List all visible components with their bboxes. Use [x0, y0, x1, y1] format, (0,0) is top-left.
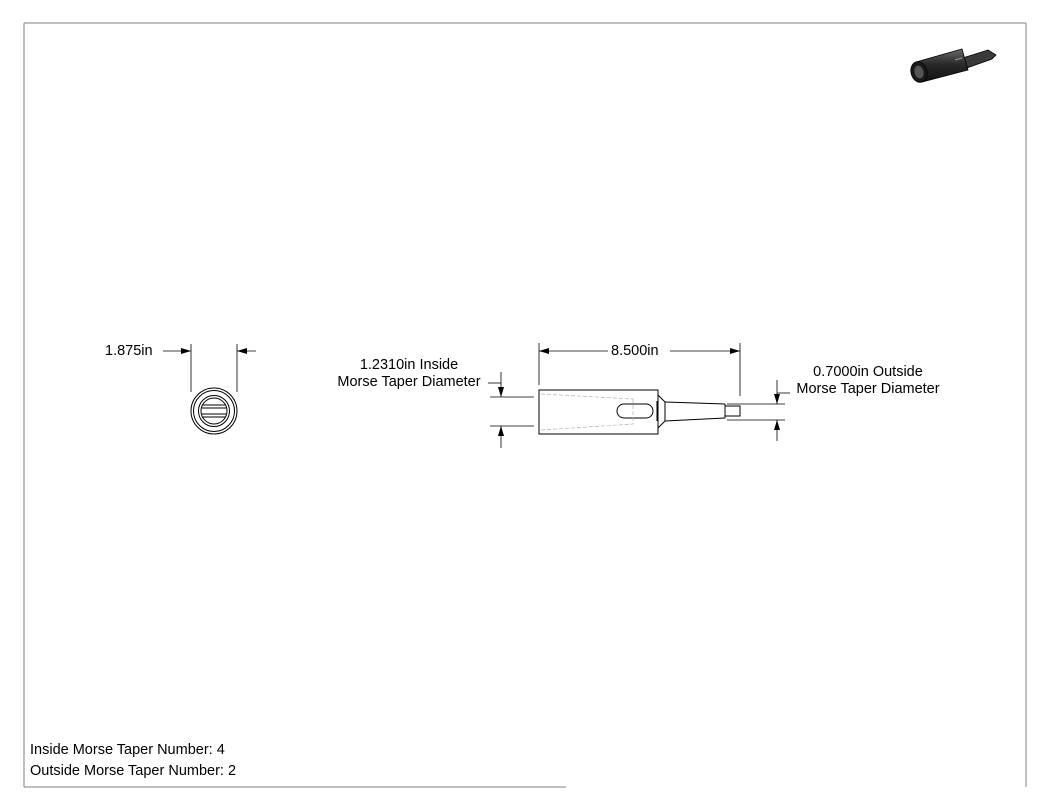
- drawing-frame: [23, 22, 1027, 788]
- inside-taper-label: 1.2310in Inside Morse Taper Diameter: [329, 357, 489, 391]
- inside-taper-label-line2: Morse Taper Diameter: [337, 374, 481, 390]
- outside-taper-label-line1: 0.7000in Outside: [813, 364, 923, 380]
- isometric-view: [910, 48, 997, 83]
- diameter-dimension: [163, 344, 256, 392]
- outside-taper-dimension: [727, 380, 790, 441]
- outside-taper-label: 0.7000in Outside Morse Taper Diameter: [787, 364, 949, 398]
- end-view: [190, 387, 238, 435]
- drawing-notes: Inside Morse Taper Number: 4 Outside Mor…: [30, 740, 236, 782]
- length-label: 8.500in: [611, 343, 659, 359]
- inside-taper-note: Inside Morse Taper Number: 4: [30, 742, 225, 758]
- hidden-bore-lines: [540, 393, 634, 431]
- outside-taper-label-line2: Morse Taper Diameter: [796, 381, 940, 397]
- inside-taper-label-line1: 1.2310in Inside: [359, 357, 459, 373]
- side-view: [538, 389, 741, 435]
- length-dimension: [538, 343, 741, 396]
- outside-taper-note: Outside Morse Taper Number: 2: [30, 763, 237, 779]
- diameter-label: 1.875in: [105, 343, 153, 359]
- inside-taper-dimension: [488, 372, 534, 448]
